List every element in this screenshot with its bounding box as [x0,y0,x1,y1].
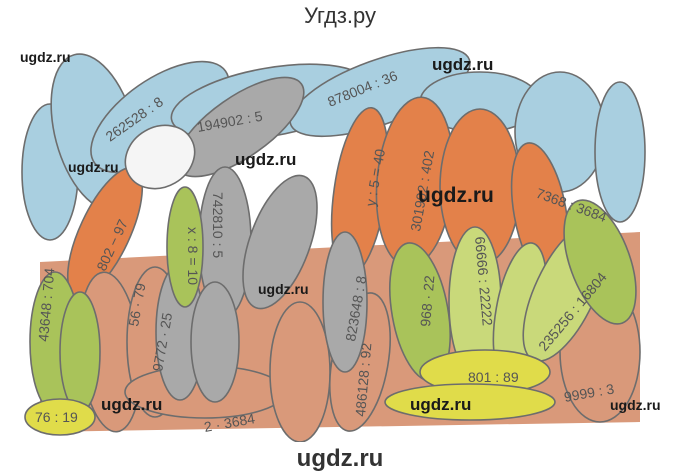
math-expressions: 262528 : 8 194902 : 5 878004 : 36 802 − … [35,67,616,435]
expression: 742810 : 5 [210,192,226,258]
site-footer: ugdz.ru [296,445,384,472]
watermark: ugdz.ru [410,395,471,414]
watermark: ugdz.ru [610,397,661,413]
watermark: ugdz.ru [258,281,309,297]
watermark: ugdz.ru [418,184,494,207]
expression: 76 : 19 [35,409,78,425]
bunny-face [124,124,196,190]
watermark: ugdz.ru [20,49,71,65]
watermark: ugdz.ru [235,150,296,169]
watermarks: ugdz.ru ugdz.ru ugdz.ru ugdz.ru ugdz.ru … [20,49,661,414]
green-leaves [29,186,637,413]
expression: 66666 : 22222 [472,236,496,327]
coloring-picture: 262528 : 8 194902 : 5 878004 : 36 802 − … [20,46,661,442]
expression: 801 : 89 [468,369,519,385]
orange-leaves [66,96,570,298]
watermark: ugdz.ru [101,395,162,414]
yellow-leaves [24,349,556,436]
expression: x : 8 = 10 [185,227,201,285]
expression: 486128 : 92 [352,342,374,417]
watermark: ugdz.ru [432,55,493,74]
expression: 56 · 79 [125,282,148,328]
expression: 43648 : 704 [35,267,57,342]
watermark: ugdz.ru [68,159,119,175]
expression: 968 · 22 [417,274,437,327]
site-header-title: Угдз.ру [303,3,377,28]
